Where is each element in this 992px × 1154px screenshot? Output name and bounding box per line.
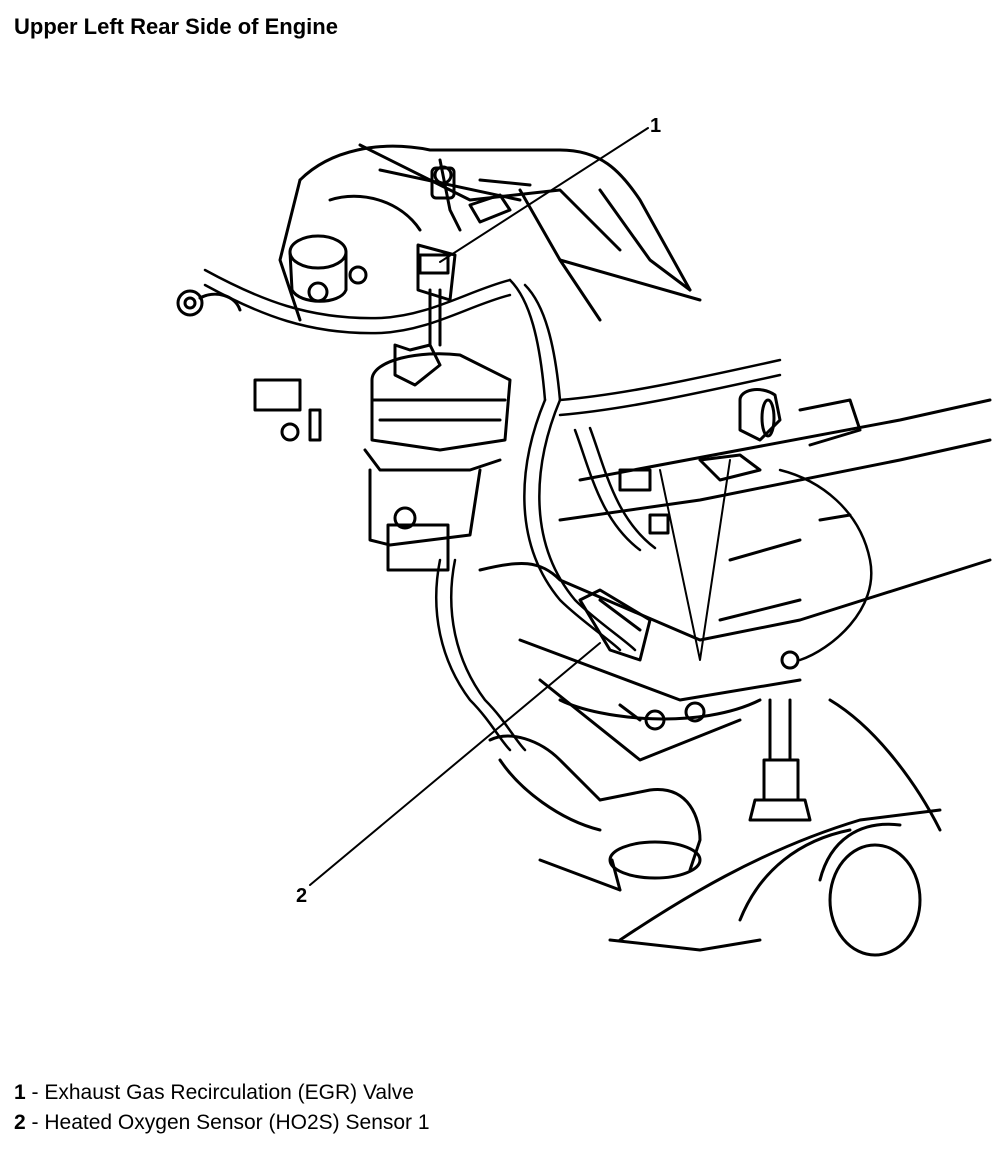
callout-2-leader [309, 642, 601, 886]
legend: 1 - Exhaust Gas Recirculation (EGR) Valv… [14, 1078, 430, 1138]
wiring-harness [203, 268, 873, 752]
legend-item-1: 1 - Exhaust Gas Recirculation (EGR) Valv… [14, 1078, 430, 1108]
connector-leader [659, 459, 731, 661]
legend-separator: - [31, 1081, 39, 1104]
legend-text: Heated Oxygen Sensor (HO2S) Sensor 1 [44, 1111, 430, 1134]
intake-manifold [278, 143, 702, 322]
legend-separator: - [31, 1111, 39, 1134]
callout-2-label: 2 [296, 885, 307, 907]
cylinder-head [478, 388, 992, 702]
egr-valve [253, 243, 512, 572]
legend-item-2: 2 - Heated Oxygen Sensor (HO2S) Sensor 1 [14, 1108, 430, 1138]
legend-number: 1 [14, 1081, 26, 1104]
exhaust-manifold [488, 678, 762, 892]
diagram-title: Upper Left Rear Side of Engine [14, 14, 338, 39]
engine-line-drawing: 1 2 [176, 115, 992, 957]
throttle-body [176, 234, 368, 317]
legend-text: Exhaust Gas Recirculation (EGR) Valve [44, 1081, 414, 1104]
leader-lines [309, 127, 731, 886]
callout-1-leader [439, 127, 649, 263]
callout-1-label: 1 [650, 115, 661, 137]
legend-number: 2 [14, 1111, 26, 1134]
bell-housing [608, 698, 942, 957]
ho2s-sensor [578, 588, 812, 822]
